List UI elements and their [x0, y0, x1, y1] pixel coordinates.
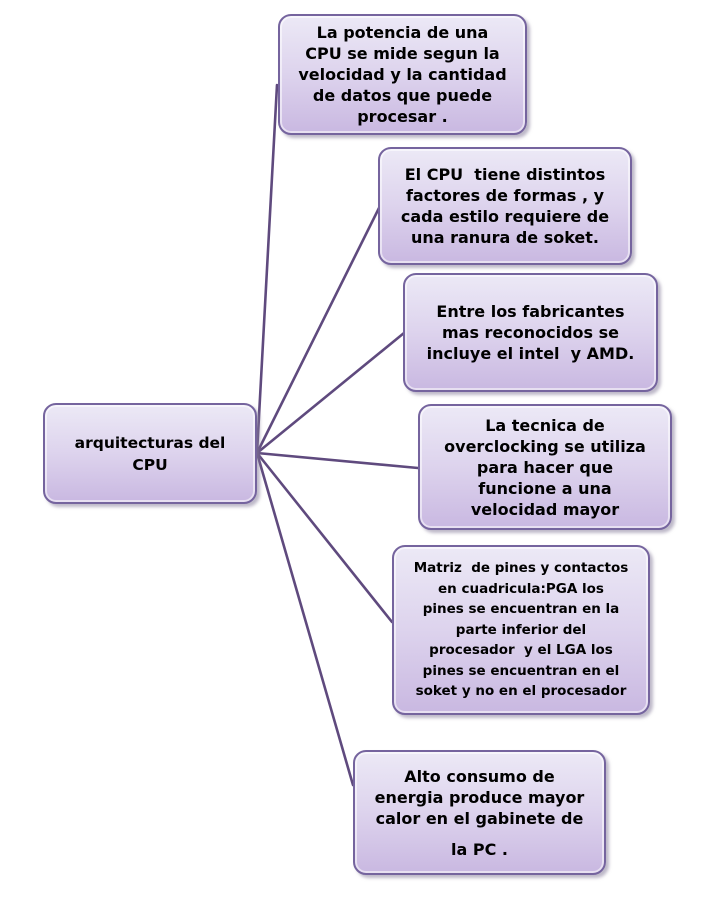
connector-line-pin-grid [255, 451, 394, 624]
topic-node-text: El CPU tiene distintos factores de forma… [400, 165, 610, 247]
topic-node-text: Alto consumo de energia produce mayor ca… [374, 766, 585, 828]
topic-node-text: Entre los fabricantes mas reconocidos se… [426, 302, 635, 363]
topic-node-power-consumption: Alto consumo de energia produce mayor ca… [353, 750, 606, 875]
topic-node-manufacturers: Entre los fabricantes mas reconocidos se… [403, 273, 658, 392]
connector-line-manufacturers [255, 331, 406, 455]
connector-line-power-consumption [255, 451, 355, 787]
topic-node-text-tail: la PC . [451, 839, 508, 859]
topic-node-text: La tecnica de overclocking se utiliza pa… [444, 415, 646, 519]
connector-line-overclocking [255, 451, 420, 470]
topic-node-text: La potencia de una CPU se mide segun la … [298, 23, 507, 126]
topic-node-overclocking: La tecnica de overclocking se utiliza pa… [418, 404, 672, 530]
topic-node-text: Matriz de pines y contactos en cuadricul… [413, 560, 629, 700]
connector-line-cpu-power [255, 83, 279, 455]
central-node-arquitecturas-del-cpu: arquitecturas del CPU [43, 403, 257, 504]
topic-node-pin-grid: Matriz de pines y contactos en cuadricul… [392, 545, 650, 715]
topic-node-form-factors: El CPU tiene distintos factores de forma… [378, 147, 632, 265]
connector-line-form-factors [255, 206, 381, 455]
central-node-label: arquitecturas del CPU [74, 433, 226, 474]
topic-node-cpu-power: La potencia de una CPU se mide segun la … [278, 14, 527, 135]
